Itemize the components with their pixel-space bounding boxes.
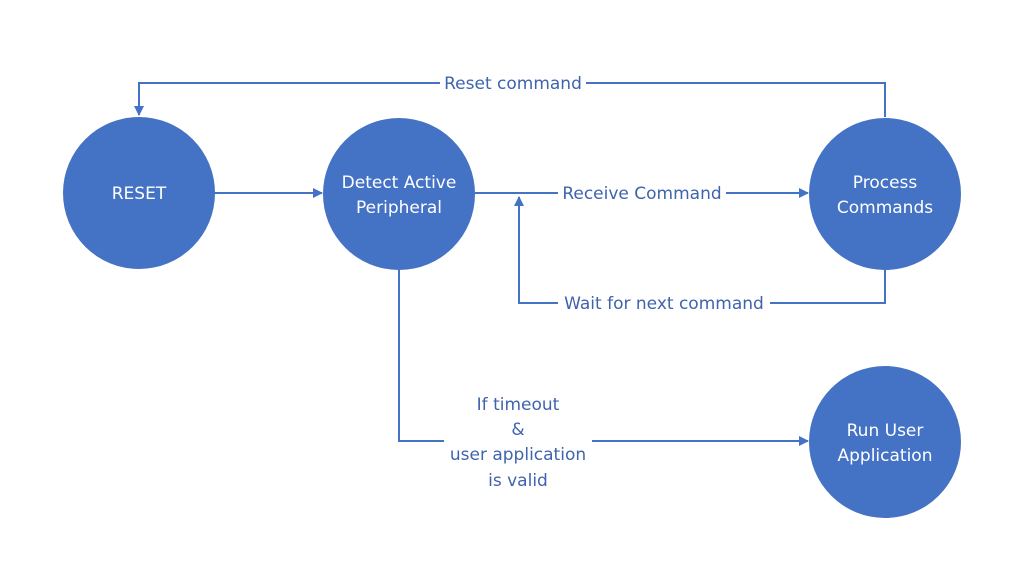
node-detect-active-peripheral: Detect Active Peripheral bbox=[323, 118, 475, 270]
wait-next-command-label: Wait for next command bbox=[564, 294, 764, 314]
edge-timeout bbox=[398, 270, 809, 446]
node-reset-label: RESET bbox=[112, 184, 167, 204]
reset-command-label-group: Reset command bbox=[440, 72, 586, 94]
node-detect-circle bbox=[323, 118, 475, 270]
timeout-label-group: If timeout & user application is valid bbox=[444, 392, 592, 492]
receive-command-label: Receive Command bbox=[562, 184, 721, 204]
timeout-label-line-1: If timeout bbox=[477, 395, 560, 415]
node-process-label-line-1: Process bbox=[853, 173, 918, 193]
node-reset: RESET bbox=[63, 117, 215, 269]
timeout-label-line-4: is valid bbox=[488, 471, 548, 491]
node-run-label-line-1: Run User bbox=[847, 421, 924, 441]
reset-command-label: Reset command bbox=[444, 74, 582, 94]
timeout-label-line-2: & bbox=[511, 420, 524, 440]
node-process-label-line-2: Commands bbox=[837, 198, 933, 218]
node-detect-label-line-1: Detect Active bbox=[342, 173, 457, 193]
timeout-label-line-3: user application bbox=[450, 445, 586, 465]
node-run-label-line-2: Application bbox=[838, 446, 933, 466]
node-process-circle bbox=[809, 118, 961, 270]
node-run-user-application: Run User Application bbox=[809, 366, 961, 518]
node-reset-circle bbox=[63, 117, 215, 269]
receive-command-label-group: Receive Command bbox=[558, 182, 726, 204]
wait-next-command-label-group: Wait for next command bbox=[558, 292, 770, 314]
node-run-circle bbox=[809, 366, 961, 518]
node-process-commands: Process Commands bbox=[809, 118, 961, 270]
node-detect-label-line-2: Peripheral bbox=[356, 198, 442, 218]
